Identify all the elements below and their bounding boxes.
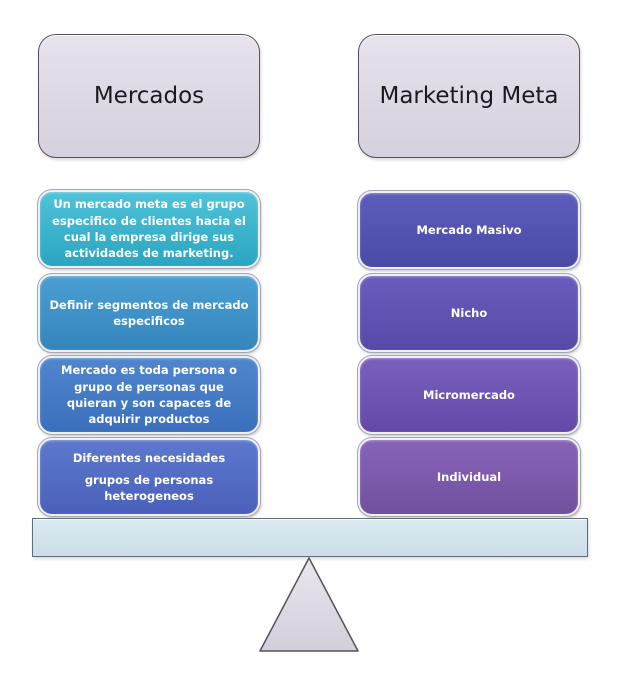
mercado-masivo-text: Mercado Masivo — [416, 222, 522, 237]
individual-text: Individual — [436, 469, 502, 484]
mercado-definition-text: Mercado es toda persona o grupo de perso… — [61, 363, 237, 427]
mercado-definition-box: Mercado es toda persona o grupo de perso… — [37, 355, 261, 435]
balance-beam — [32, 518, 588, 557]
micromercado-text: Micromercado — [423, 387, 515, 402]
marketing-meta-header-box: Marketing Meta — [358, 34, 580, 158]
definir-segmentos-box: Definir segmentos de mercado especificos — [37, 273, 261, 353]
nicho-text: Nicho — [450, 305, 488, 320]
diferentes-necesidades-box: Diferentes necesidades grupos de persona… — [37, 437, 261, 517]
mercado-meta-definition-text: Un mercado meta es el grupo especifico d… — [52, 197, 246, 261]
balance-fulcrum-triangle — [259, 557, 359, 652]
mercado-masivo-box: Mercado Masivo — [357, 190, 581, 270]
nicho-box: Nicho — [357, 273, 581, 353]
grupos-heterogeneos-text: grupos de personas heterogeneos — [84, 472, 214, 504]
definir-segmentos-text: Definir segmentos de mercado especificos — [49, 297, 249, 328]
mercados-header-box: Mercados — [38, 34, 260, 158]
individual-box: Individual — [357, 437, 581, 517]
mercados-title: Mercados — [93, 83, 205, 109]
marketing-meta-title: Marketing Meta — [379, 83, 559, 109]
mercado-meta-definition-box: Un mercado meta es el grupo especifico d… — [37, 189, 261, 269]
micromercado-box: Micromercado — [357, 355, 581, 435]
diferentes-necesidades-text: Diferentes necesidades — [72, 450, 226, 465]
